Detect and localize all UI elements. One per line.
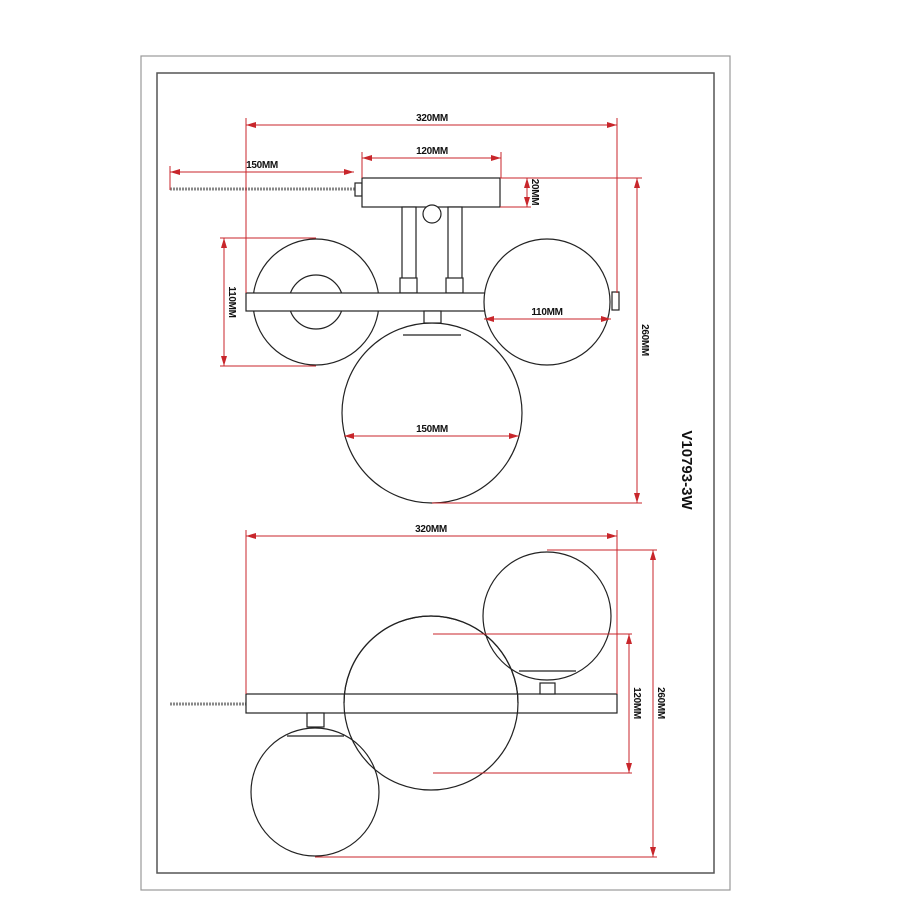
globe-center-bottom xyxy=(343,615,519,791)
dimension-110-left-globe: 110MM xyxy=(220,237,316,367)
dim-label-right-globe: 110MM xyxy=(531,307,562,318)
dimension-320-bottom: 320MM xyxy=(245,524,618,694)
globe-upper-right xyxy=(482,551,612,681)
dimension-120-canopy: 120MM xyxy=(361,146,502,178)
screw-cap xyxy=(422,204,442,224)
dim-label-overall-height: 260MM xyxy=(639,324,650,356)
dim-label-bottom-height: 260MM xyxy=(655,687,666,719)
bar-end-cap xyxy=(611,291,620,311)
dim-label-left-globe: 110MM xyxy=(226,286,237,317)
rod-collar-right xyxy=(445,277,464,294)
outer-frame xyxy=(140,55,731,891)
dim-label-overall-width: 320MM xyxy=(416,113,448,124)
dimension-260-bottom: 260MM xyxy=(315,549,666,858)
chain-nut xyxy=(354,182,363,197)
rod-collar-left xyxy=(399,277,418,294)
bottom-view: 320MM 120MM 260MM xyxy=(170,524,666,858)
top-view: 320MM 120MM 150MM 20MM 110MM 110MM xyxy=(169,113,650,504)
globe-center xyxy=(341,322,523,504)
dimension-260-top: 260MM xyxy=(432,178,650,504)
dimension-110-right-globe: 110MM xyxy=(484,307,611,322)
socket-upper-right xyxy=(539,682,556,695)
dim-label-bottom-width: 320MM xyxy=(415,524,447,535)
rod-right xyxy=(447,206,463,280)
dimension-20-canopy-height: 20MM xyxy=(500,177,642,208)
socket-lower-left xyxy=(306,712,325,728)
canopy xyxy=(361,177,501,208)
dim-label-center-span: 120MM xyxy=(631,687,642,719)
globe-right xyxy=(483,238,611,366)
arm-bar xyxy=(245,292,487,312)
dimension-320-top: 320MM xyxy=(245,113,618,293)
dim-label-canopy-height: 20MM xyxy=(529,179,540,206)
arm-bar-bottom xyxy=(245,693,618,714)
inner-frame xyxy=(156,72,715,874)
dimension-120-bottom: 120MM xyxy=(433,633,642,774)
rod-left xyxy=(401,206,417,280)
dim-label-canopy-width: 120MM xyxy=(416,146,448,157)
dimension-150-center-globe: 150MM xyxy=(344,424,519,439)
globe-center-socket xyxy=(423,310,442,324)
model-number: V10793-3W xyxy=(678,430,695,510)
globe-lower-left xyxy=(250,727,380,857)
dim-label-center-globe: 150MM xyxy=(416,424,448,435)
dimension-150-chain: 150MM xyxy=(169,160,354,190)
dim-label-chain-length: 150MM xyxy=(246,160,278,171)
